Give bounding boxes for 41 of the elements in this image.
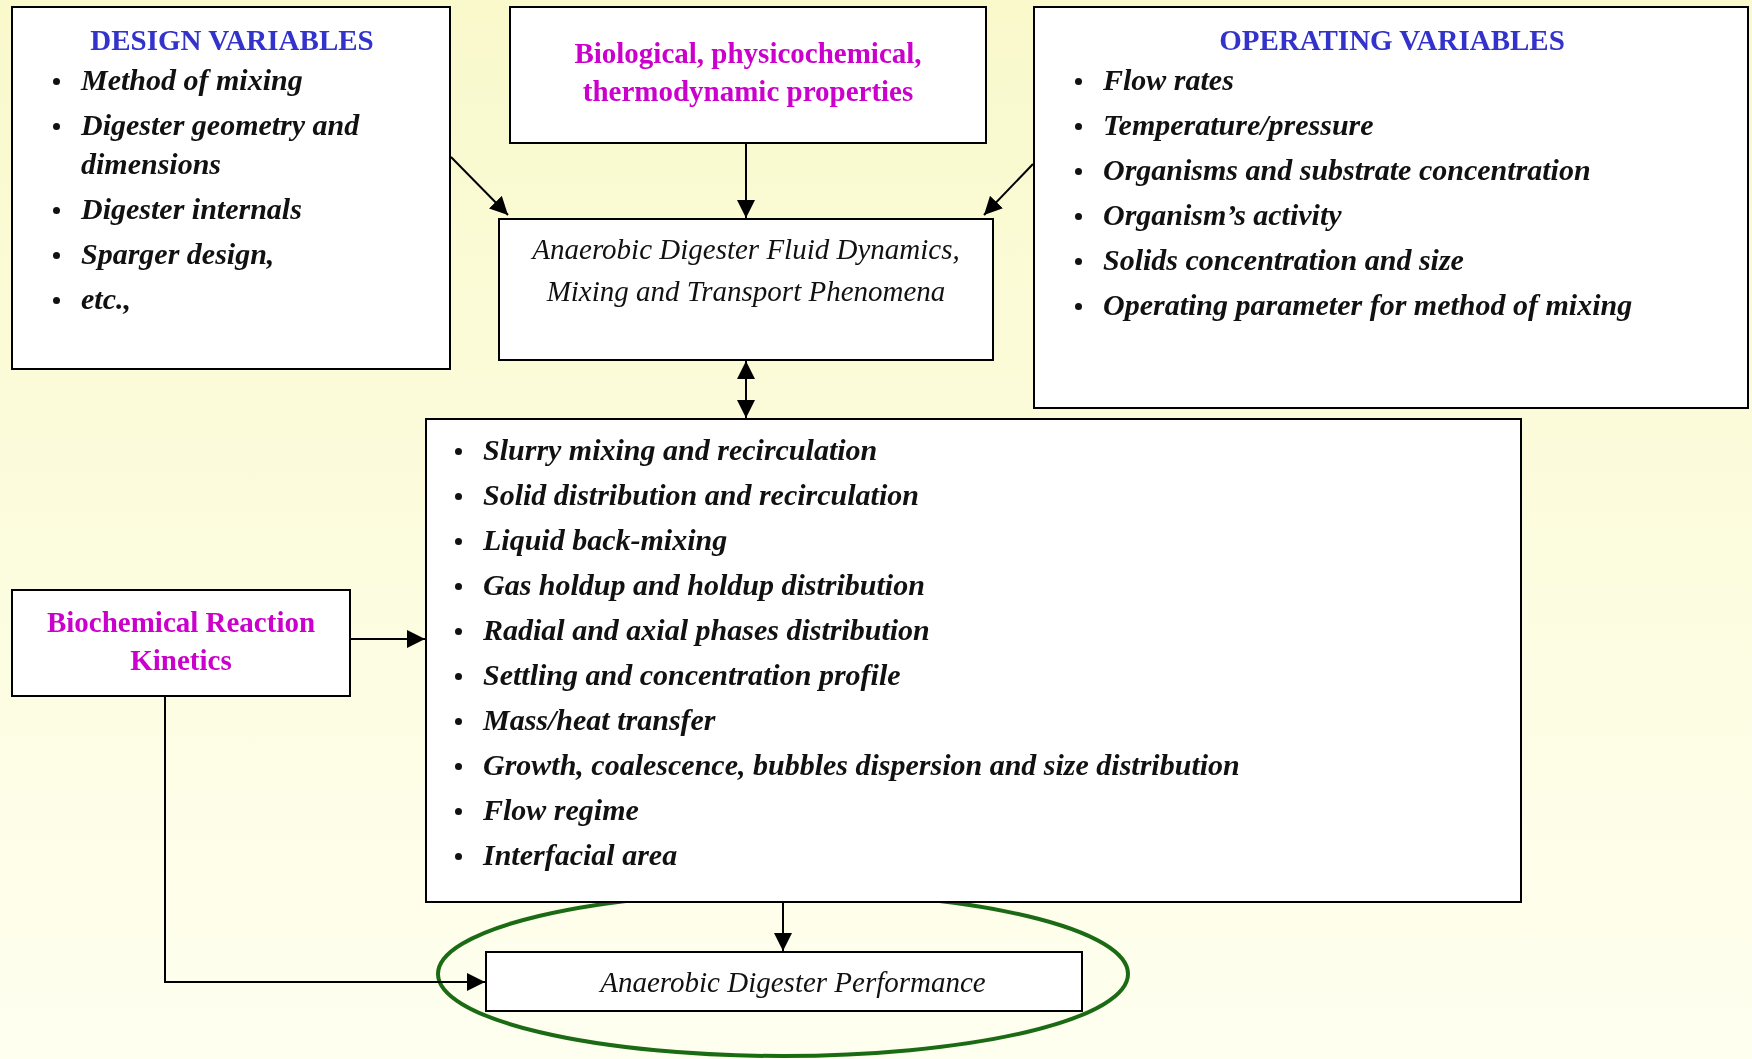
- node-label: Anaerobic Digester Fluid Dynamics, Mixing and Transport Phenomena: [530, 232, 961, 309]
- node-label: Biological, physicochemical, thermodynamic properties: [573, 36, 923, 109]
- list-item: Settling and concentration profile: [483, 658, 901, 691]
- list-item: Slurry mixing and recirculation: [483, 433, 878, 466]
- arrow: [774, 902, 792, 952]
- list-item: Growth, coalescence, bubbles dispersion and size distribution: [483, 748, 1240, 781]
- arrow: [450, 156, 509, 216]
- heading: DESIGN VARIABLES: [89, 23, 375, 58]
- arrow: [350, 630, 426, 648]
- list-item: Method of mixing: [81, 63, 303, 96]
- node-label: Biochemical Reaction Kinetics: [45, 605, 317, 678]
- list-item: Liquid back-mixing: [483, 523, 728, 556]
- list-item: Gas holdup and holdup distribution: [483, 568, 925, 601]
- list-item: Solid distribution and recirculation: [483, 478, 919, 511]
- list-item: etc.,: [81, 282, 131, 315]
- process-box: [498, 218, 994, 361]
- list-item: Sparger design,: [81, 237, 275, 270]
- list-item: Digester geometry and dimensions: [81, 108, 360, 180]
- list-item: Digester internals: [81, 192, 302, 225]
- list-item: Interfacial area: [483, 838, 678, 871]
- process-box: [509, 6, 987, 144]
- list-item: Solids concentration and size: [1103, 243, 1464, 276]
- arrow: [737, 360, 755, 419]
- list-item: Mass/heat transfer: [483, 703, 716, 736]
- arrow: [983, 163, 1034, 216]
- list-box: [11, 6, 451, 370]
- list-item: Radial and axial phases distribution: [483, 613, 930, 646]
- list-item: Organisms and substrate concentration: [1103, 153, 1591, 186]
- node-label: Anaerobic Digester Performance: [597, 965, 987, 1000]
- arrow: [164, 696, 486, 991]
- process-box: [485, 951, 1083, 1012]
- list-item: Organism’s activity: [1103, 198, 1342, 231]
- list-box: [425, 418, 1522, 903]
- list-item: Flow rates: [1103, 63, 1234, 96]
- process-box: [11, 589, 351, 697]
- arrow: [737, 143, 755, 219]
- list-box: [1033, 6, 1749, 409]
- heading: OPERATING VARIABLES: [1218, 23, 1566, 58]
- list-item: Flow regime: [483, 793, 639, 826]
- list-item: Operating parameter for method of mixing: [1103, 288, 1633, 321]
- list-item: Temperature/pressure: [1103, 108, 1374, 141]
